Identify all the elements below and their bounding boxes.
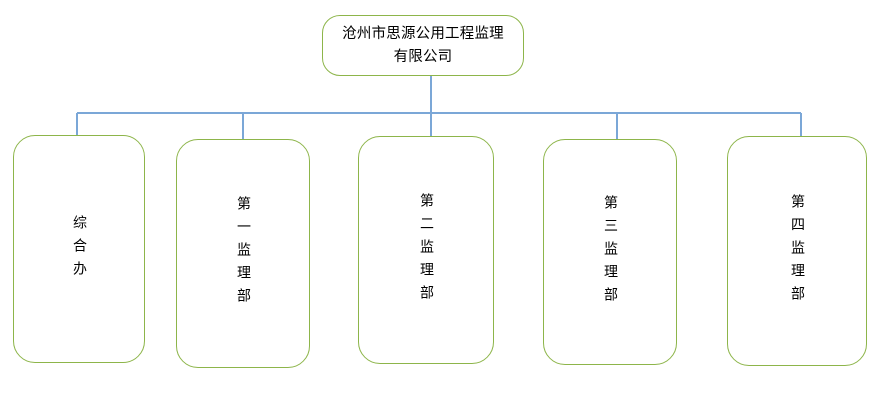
org-node-child-1[interactable]: 综合办	[13, 135, 145, 363]
org-node-child-3[interactable]: 第二监理部	[358, 136, 494, 364]
org-node-child-4-label: 第三监理部	[602, 194, 618, 310]
org-node-child-2[interactable]: 第一监理部	[176, 139, 310, 368]
org-node-root-label: 沧州市思源公用工程监理 有限公司	[342, 25, 504, 65]
org-node-child-3-label: 第二监理部	[418, 192, 434, 308]
org-node-child-5-label: 第四监理部	[789, 193, 805, 309]
org-node-root[interactable]: 沧州市思源公用工程监理 有限公司	[322, 15, 524, 76]
org-node-child-5[interactable]: 第四监理部	[727, 136, 867, 366]
org-node-child-1-label: 综合办	[71, 214, 87, 284]
org-node-child-4[interactable]: 第三监理部	[543, 139, 677, 365]
org-node-child-2-label: 第一监理部	[235, 196, 251, 311]
